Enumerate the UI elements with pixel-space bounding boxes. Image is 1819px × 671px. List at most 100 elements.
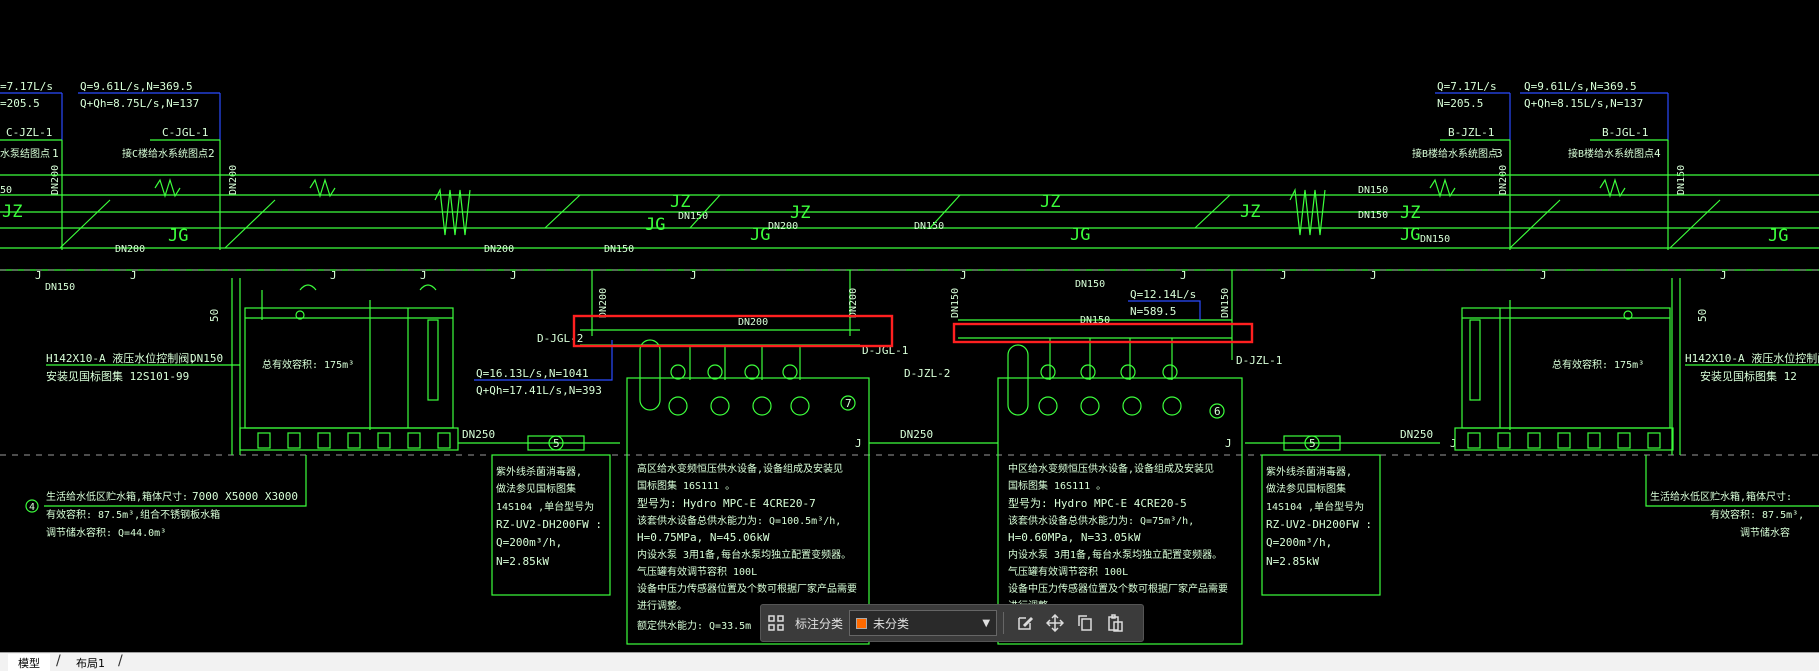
pipe-label-jg-6: JG	[1768, 226, 1788, 246]
svg-text:H=0.60MPa, N=33.05kW: H=0.60MPa, N=33.05kW	[1008, 531, 1141, 544]
svg-text:国标图集 16S111 。: 国标图集 16S111 。	[1008, 479, 1106, 492]
right-b2-flow2: Q+Qh=8.15L/s,N=137	[1524, 97, 1643, 110]
riser-dn-2: DN200	[228, 165, 239, 195]
left-tank-dn150: DN150	[190, 352, 223, 365]
caret-down-icon: ▼	[982, 617, 991, 629]
annotation-toolbar: 标注分类 未分类 ▼	[760, 604, 1144, 642]
uv-right-unit[interactable]	[1245, 435, 1440, 596]
svg-text:J: J	[1370, 269, 1377, 282]
right-b2-number: 4	[1654, 147, 1661, 160]
storage-left-size: 7000 X5000 X3000	[192, 490, 298, 503]
svg-text:内设水泵 3用1备,每台水泵均独立配置变频器。: 内设水泵 3用1备,每台水泵均独立配置变频器。	[637, 548, 851, 561]
left-riser-label: C-JZL-1	[6, 126, 52, 139]
right-tank-dn: 50	[1696, 309, 1709, 322]
pipe-label-jz-6: JZ	[1400, 203, 1420, 223]
highlight-right-header[interactable]	[952, 322, 1254, 344]
right-pump-dn: DN150	[1080, 315, 1110, 326]
left-c-number: 2	[208, 147, 215, 160]
left-riser-n: =205.5	[0, 97, 40, 110]
category-value: 未分类	[873, 616, 910, 631]
svg-text:该套供水设备总供水能力为: Q=100.5m³/: 该套供水设备总供水能力为: Q=100.5m³/h,	[637, 514, 841, 527]
svg-text:内设水泵 3用1备,每台水泵均独立配置变频器。: 内设水泵 3用1备,每台水泵均独立配置变频器。	[1008, 548, 1222, 561]
pipe-label-jg-2: JG	[645, 215, 665, 235]
svg-text:Q=200m³/h,: Q=200m³/h,	[496, 536, 562, 549]
left-pump-flow2: Q+Qh=17.41L/s,N=393	[476, 384, 602, 397]
edit-icon[interactable]	[1010, 608, 1040, 638]
left-pump-dn-v1: DN200	[598, 288, 609, 318]
svg-text:J: J	[420, 269, 427, 282]
move-icon[interactable]	[1040, 608, 1070, 638]
pipe-label-jz-5: JZ	[1240, 202, 1260, 222]
right-pump-set[interactable]	[958, 270, 1243, 645]
main-dn-2: DN200	[484, 244, 514, 255]
toolbar-divider	[1003, 612, 1005, 634]
tab-separator: /	[56, 653, 61, 669]
main-dn-10: DN150	[1420, 234, 1450, 245]
left-water-tank[interactable]	[231, 278, 459, 455]
svg-text:J: J	[1450, 437, 1457, 450]
cad-drawing-canvas[interactable]: =7.17L/s =205.5 C-JZL-1 水泵结图点 1 Q=9.61L/…	[0, 0, 1819, 652]
svg-text:中区给水变频恒压供水设备,设备组成及安装见: 中区给水变频恒压供水设备,设备组成及安装见	[1008, 462, 1214, 475]
copy-icon[interactable]	[1070, 608, 1100, 638]
svg-text:Q=200m³/h,: Q=200m³/h,	[1266, 536, 1332, 549]
svg-text:J: J	[1225, 437, 1232, 450]
svg-text:J: J	[510, 269, 517, 282]
left-pump-dn: DN200	[738, 317, 768, 328]
storage-left-eff: 有效容积: 87.5m³,组合不锈钢板水箱	[46, 508, 220, 521]
highlight-left-header[interactable]	[572, 314, 894, 348]
right-pump-dn-v1: DN150	[950, 288, 961, 318]
tab-model[interactable]: 模型	[8, 654, 50, 671]
main-dn-11: DN150	[45, 282, 75, 293]
left-riser-note: 水泵结图点	[0, 147, 50, 160]
storage-right-fire: 调节储水容	[1740, 526, 1790, 539]
uv-left-unit[interactable]	[458, 435, 620, 596]
tab-layout1[interactable]: 布局1	[66, 654, 115, 671]
category-select[interactable]: 未分类 ▼	[849, 610, 998, 636]
right-pump-num: 6	[1214, 405, 1221, 418]
pipe-label-jg-4: JG	[1070, 225, 1090, 245]
middle-dn250: DN250	[900, 428, 933, 441]
svg-text:J: J	[130, 269, 137, 282]
left-c-flow2: Q+Qh=8.75L/s,N=137	[80, 97, 199, 110]
main-dn-5: DN200	[768, 221, 798, 232]
svg-text:紫外线杀菌消毒器,: 紫外线杀菌消毒器,	[496, 465, 582, 478]
left-pump-description: 高区给水变频恒压供水设备,设备组成及安装见 国标图集 16S111 。 型号为:…	[637, 462, 857, 632]
left-pump-flow: Q=16.13L/s,N=1041	[476, 367, 589, 380]
pipe-label-jz-2: JZ	[670, 192, 690, 212]
storage-left-fire: 调节储水容积: Q=44.0m³	[46, 526, 166, 539]
pipe-label-jg-5: JG	[1400, 225, 1420, 245]
right-tank-ref: 安装见国标图集 12	[1700, 369, 1797, 383]
d-jgl-2-label: D-JGL-2	[537, 332, 583, 345]
svg-text:RZ-UV2-DH200FW :: RZ-UV2-DH200FW :	[496, 518, 602, 531]
d-jgl-1-label: D-JGL-1	[862, 344, 908, 357]
right-pump-dn-v2: DN150	[1220, 288, 1231, 318]
uv-right-dn: DN250	[1400, 428, 1433, 441]
svg-text:高区给水变频恒压供水设备,设备组成及安装见: 高区给水变频恒压供水设备,设备组成及安装见	[637, 462, 843, 475]
paste-icon[interactable]	[1100, 608, 1130, 638]
svg-text:J: J	[1280, 269, 1287, 282]
right-water-tank[interactable]	[1454, 278, 1681, 455]
main-dn-9: DN150	[1358, 210, 1388, 221]
svg-text:设备中压力传感器位置及个数可根据厂家产品需要: 设备中压力传感器位置及个数可根据厂家产品需要	[1008, 582, 1228, 595]
left-pump-dn-v2: DN200	[848, 288, 859, 318]
main-dn-6: DN150	[914, 221, 944, 232]
riser-dn-1: DN200	[50, 165, 61, 195]
left-c-label: C-JGL-1	[162, 126, 208, 139]
svg-text:J: J	[1720, 269, 1727, 282]
svg-text:N=2.85kW: N=2.85kW	[496, 555, 549, 568]
left-tank-capacity: 总有效容积: 175m³	[262, 358, 354, 371]
category-color-swatch	[856, 617, 868, 629]
svg-text:额定供水能力: Q=33.5m: 额定供水能力: Q=33.5m	[637, 619, 751, 632]
pipe-label-jz-1: JZ	[2, 202, 22, 222]
svg-text:J: J	[855, 437, 862, 450]
grid-icon[interactable]	[761, 608, 791, 638]
left-tank-model: H142X10-A 液压水位控制阀,	[46, 351, 196, 365]
left-riser-flow: =7.17L/s	[0, 80, 53, 93]
tab-model-label: 模型	[18, 656, 40, 670]
left-pump-num: 7	[845, 397, 852, 410]
svg-text:该套供水设备总供水能力为: Q=75m³/h,: 该套供水设备总供水能力为: Q=75m³/h,	[1008, 514, 1194, 527]
pipe-label-jz-3: JZ	[790, 203, 810, 223]
right-b2-flow: Q=9.61L/s,N=369.5	[1524, 80, 1637, 93]
right-b1-number: 3	[1496, 147, 1503, 160]
uv-right-num: 5	[1309, 437, 1316, 450]
